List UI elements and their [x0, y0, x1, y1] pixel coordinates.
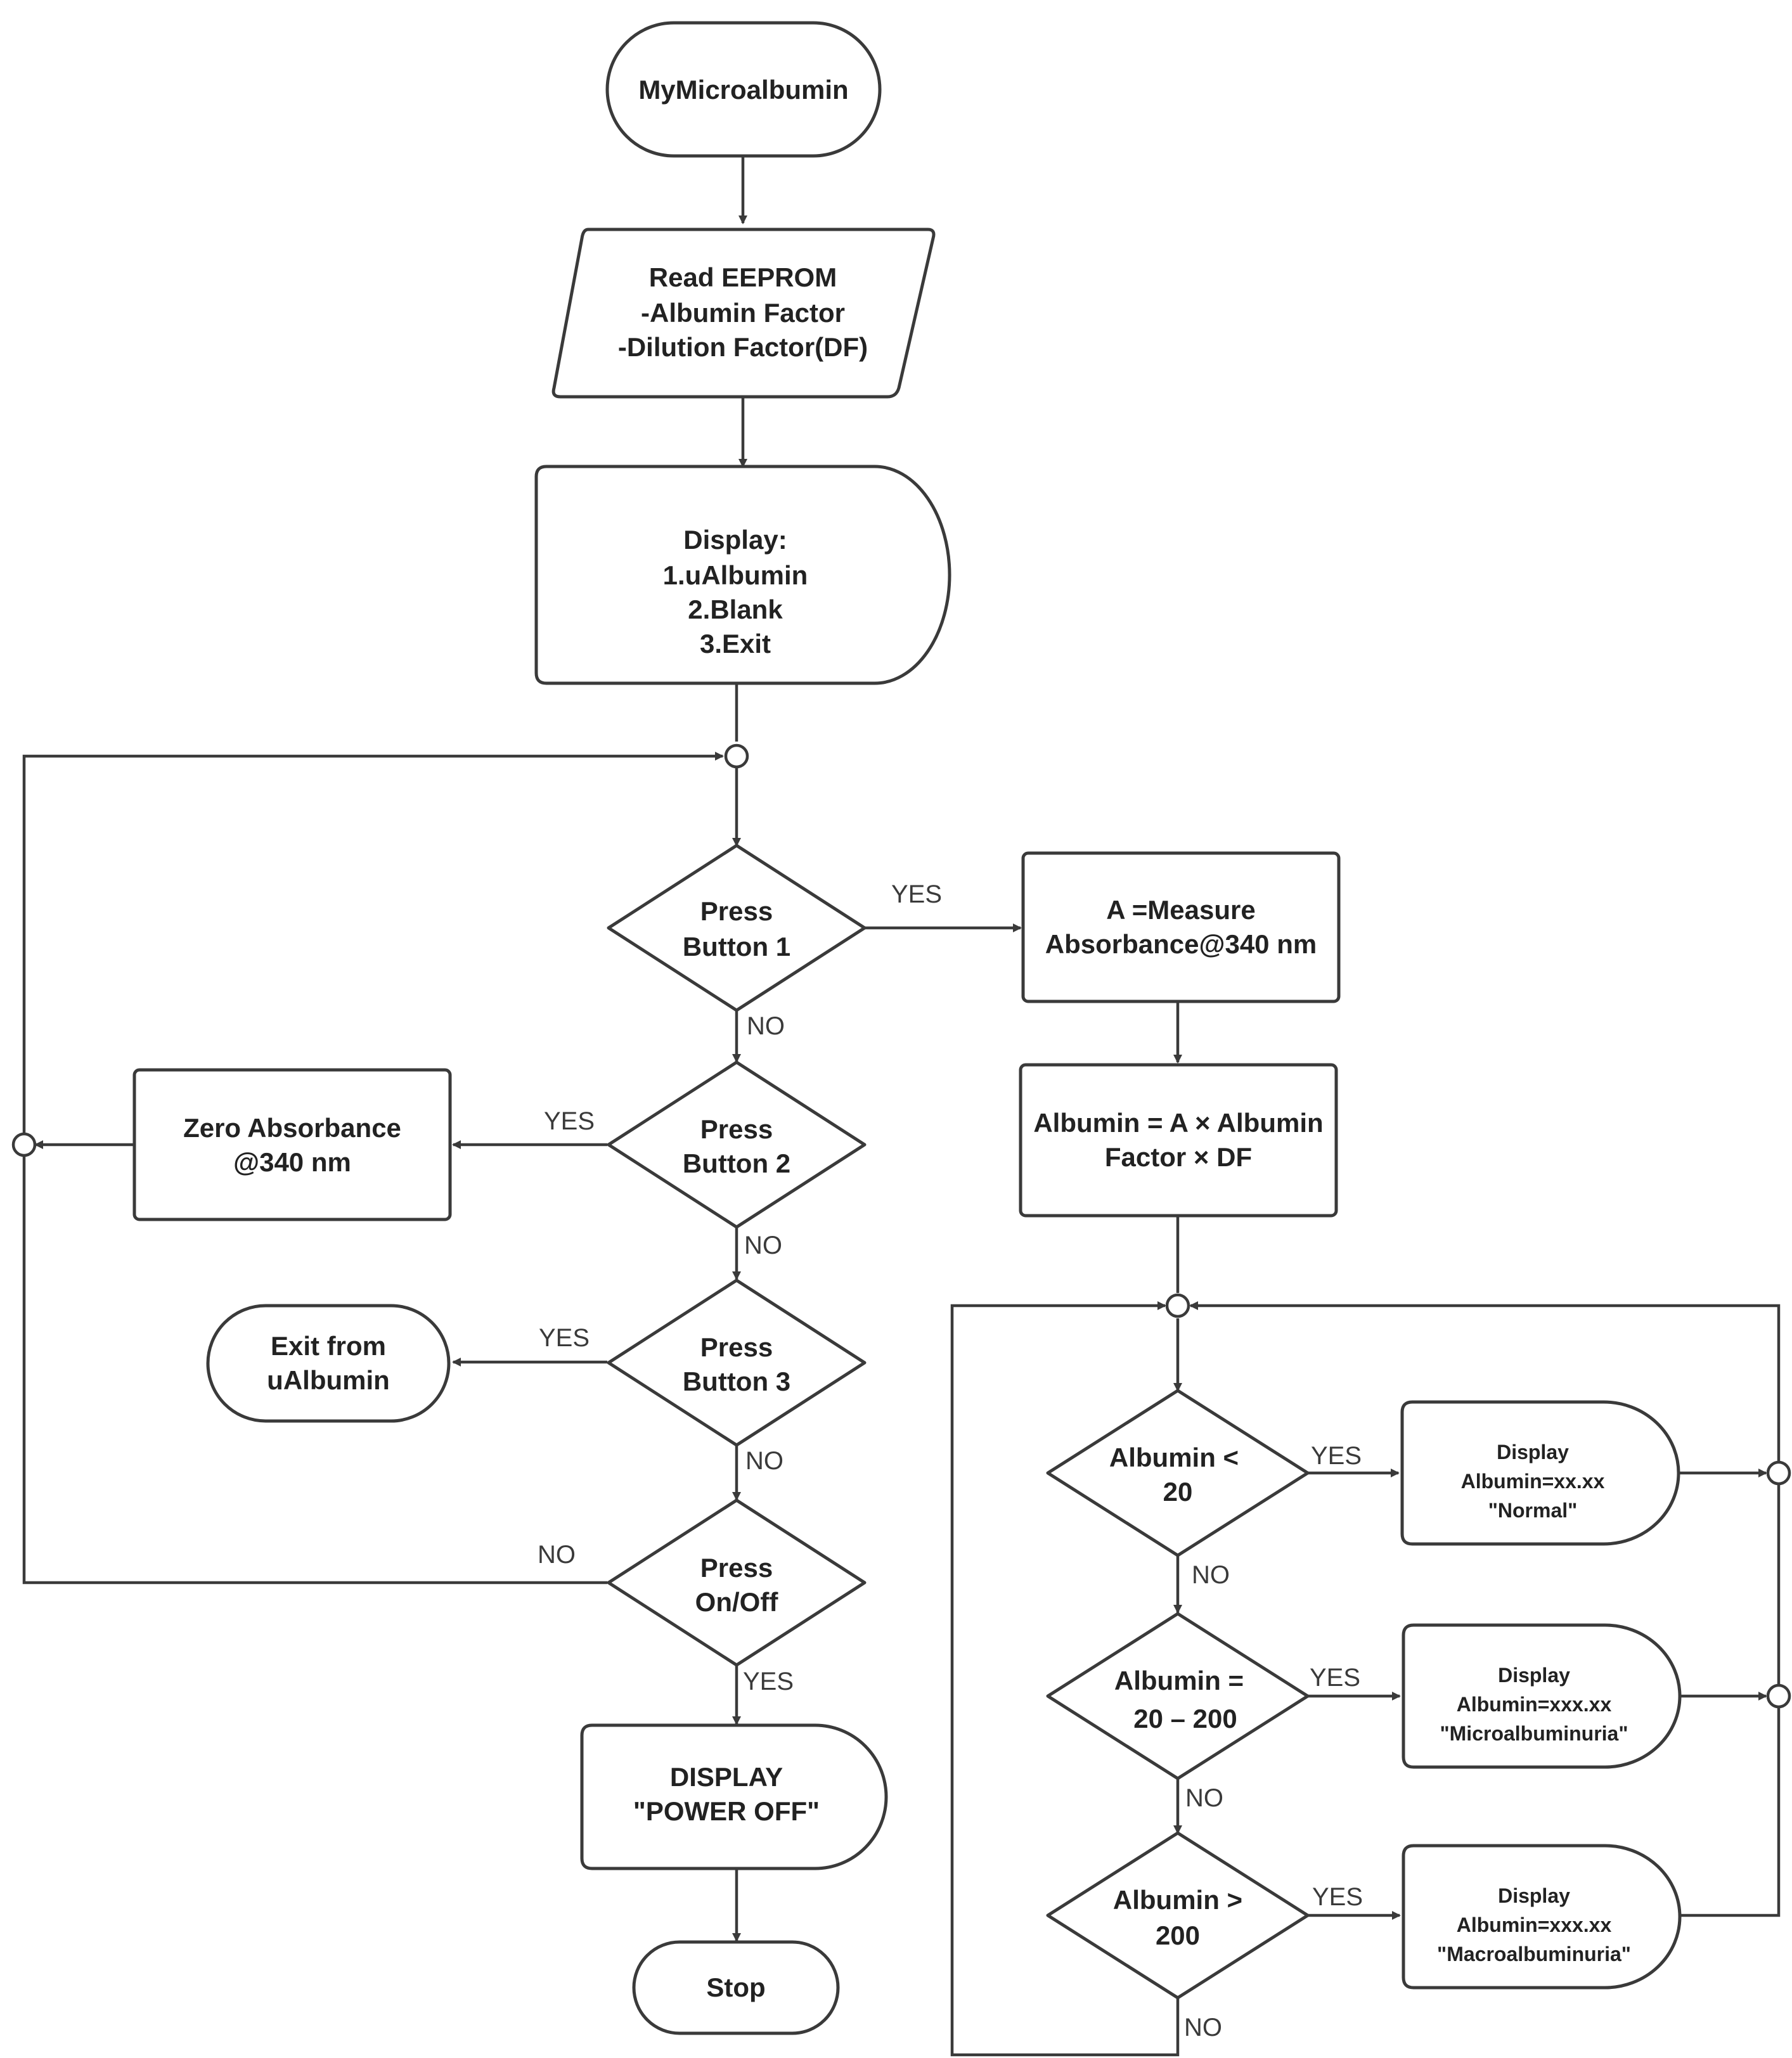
- display-normal-line-2: Albumin=xx.xx: [1461, 1470, 1605, 1493]
- albumin-gt-200-decision: Albumin > 200: [1046, 1831, 1310, 2000]
- press-button-3-line-1: Press: [700, 1332, 773, 1362]
- albumin-gt-200-line-2: 200: [1156, 1920, 1200, 1950]
- start-node: MyMicroalbumin: [605, 21, 882, 158]
- albumin-lt-20-line-1: Albumin <: [1109, 1443, 1239, 1472]
- label-button3-no: NO: [745, 1447, 783, 1475]
- press-button-2-line-1: Press: [700, 1114, 773, 1144]
- junctions: [11, 743, 1791, 1709]
- measure-line-2: Absorbance@340 nm: [1045, 929, 1317, 959]
- press-button-1-decision: Press Button 1: [607, 844, 867, 1012]
- edges: [22, 156, 1781, 2057]
- label-gt200-no: NO: [1184, 2014, 1222, 2042]
- label-lt20-no: NO: [1192, 1561, 1230, 1589]
- stop-node: Stop: [632, 1940, 840, 2035]
- measure-line-1: A =Measure: [1106, 895, 1255, 925]
- zero-absorbance-line-2: @340 nm: [233, 1147, 351, 1177]
- edge-labels: YES NO YES NO YES NO NO YES YES NO YES N…: [538, 880, 1363, 2042]
- display-menu-line-2: 1.uAlbumin: [663, 560, 808, 590]
- label-button2-no: NO: [744, 1232, 782, 1259]
- label-button1-yes: YES: [891, 880, 942, 908]
- junction-right-micro: [1766, 1683, 1791, 1709]
- display-normal-node: Display Albumin=xx.xx "Normal": [1400, 1400, 1680, 1546]
- display-macro-node: Display Albumin=xxx.xx "Macroalbuminuria…: [1402, 1844, 1682, 1990]
- junction-main-loop: [724, 743, 749, 769]
- stop-node-text: Stop: [706, 1972, 765, 2002]
- display-micro-line-1: Display: [1498, 1664, 1570, 1687]
- display-menu-line-1: Display:: [683, 525, 787, 555]
- label-button2-yes: YES: [544, 1107, 595, 1135]
- albumin-range-line-1: Albumin =: [1114, 1666, 1244, 1695]
- albumin-calc-line-2: Factor × DF: [1105, 1142, 1252, 1172]
- read-eeprom-line-2: -Albumin Factor: [641, 298, 845, 328]
- label-button1-no: NO: [747, 1012, 785, 1040]
- press-button-3-decision: Press Button 3: [607, 1278, 867, 1447]
- read-eeprom-node: Read EEPROM -Albumin Factor -Dilution Fa…: [551, 228, 936, 399]
- press-button-1-line-2: Button 1: [683, 932, 790, 961]
- label-onoff-yes: YES: [743, 1668, 794, 1695]
- power-off-line-1: DISPLAY: [670, 1762, 783, 1792]
- junction-left-loop: [11, 1132, 37, 1157]
- label-onoff-no: NO: [538, 1541, 576, 1569]
- display-menu-node: Display: 1.uAlbumin 2.Blank 3.Exit: [534, 465, 951, 685]
- press-onoff-line-2: On/Off: [695, 1587, 779, 1617]
- display-micro-line-3: "Microalbuminuria": [1440, 1722, 1628, 1745]
- label-gt200-yes: YES: [1312, 1883, 1363, 1911]
- display-macro-line-3: "Macroalbuminuria": [1437, 1943, 1631, 1965]
- albumin-range-line-2: 20 – 200: [1133, 1704, 1237, 1733]
- exit-ualbumin-line-1: Exit from: [271, 1331, 386, 1361]
- display-macro-line-1: Display: [1498, 1884, 1570, 1907]
- albumin-calc-node: Albumin = A × Albumin Factor × DF: [1019, 1063, 1338, 1218]
- albumin-range-decision: Albumin = 20 – 200: [1046, 1612, 1310, 1780]
- power-off-line-2: "POWER OFF": [633, 1796, 820, 1826]
- albumin-lt-20-decision: Albumin < 20: [1046, 1389, 1310, 1557]
- edge-gt200-no-loop: [950, 1301, 1180, 2057]
- albumin-lt-20-line-2: 20: [1163, 1477, 1193, 1507]
- measure-absorbance-node: A =Measure Absorbance@340 nm: [1021, 851, 1341, 1003]
- press-button-1-line-1: Press: [700, 896, 773, 926]
- junction-classify-loop: [1165, 1293, 1190, 1318]
- display-menu-line-3: 2.Blank: [688, 595, 783, 624]
- exit-ualbumin-line-2: uAlbumin: [267, 1365, 390, 1395]
- display-normal-line-3: "Normal": [1488, 1499, 1578, 1522]
- display-micro-line-2: Albumin=xxx.xx: [1457, 1693, 1612, 1716]
- display-micro-node: Display Albumin=xxx.xx "Microalbuminuria…: [1402, 1623, 1682, 1769]
- read-eeprom-line-1: Read EEPROM: [649, 262, 837, 292]
- display-macro-line-2: Albumin=xxx.xx: [1457, 1913, 1612, 1936]
- label-range-no: NO: [1185, 1784, 1223, 1812]
- albumin-calc-line-1: Albumin = A × Albumin: [1033, 1108, 1323, 1138]
- press-button-2-decision: Press Button 2: [607, 1060, 867, 1229]
- label-lt20-yes: YES: [1311, 1442, 1362, 1470]
- display-normal-line-1: Display: [1497, 1441, 1569, 1463]
- junction-right-normal: [1766, 1460, 1791, 1486]
- zero-absorbance-node: Zero Absorbance @340 nm: [132, 1068, 452, 1221]
- start-node-text: MyMicroalbumin: [638, 75, 848, 105]
- edge-onoff-no-loop: [22, 752, 724, 1585]
- zero-absorbance-line-1: Zero Absorbance: [183, 1113, 401, 1143]
- display-power-off-node: DISPLAY "POWER OFF": [580, 1723, 888, 1870]
- edge-right-loop: [1189, 1301, 1781, 1917]
- read-eeprom-line-3: -Dilution Factor(DF): [618, 332, 868, 362]
- albumin-gt-200-line-1: Albumin >: [1113, 1885, 1242, 1915]
- press-onoff-decision: Press On/Off: [607, 1498, 867, 1667]
- label-button3-yes: YES: [539, 1324, 590, 1352]
- press-button-3-line-2: Button 3: [683, 1367, 790, 1396]
- display-menu-line-4: 3.Exit: [700, 629, 771, 659]
- press-onoff-line-1: Press: [700, 1553, 773, 1583]
- exit-ualbumin-node: Exit from uAlbumin: [206, 1304, 451, 1423]
- press-button-2-line-2: Button 2: [683, 1148, 790, 1178]
- label-range-yes: YES: [1310, 1664, 1360, 1692]
